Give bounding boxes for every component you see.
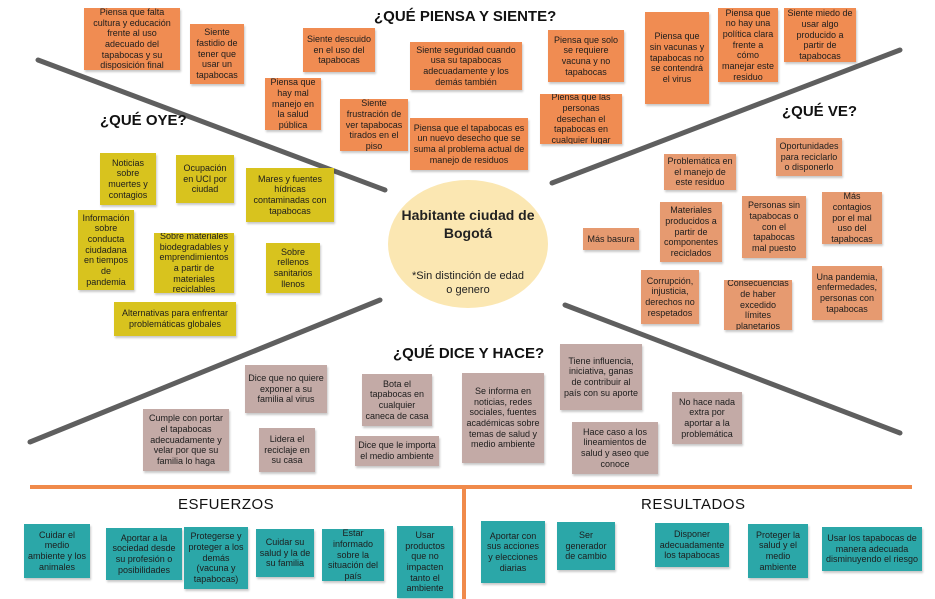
piensa-note: Piensa que no hay una política clara fre… xyxy=(718,8,778,82)
esfuerzo-note: Usar productos que no impacten tanto el … xyxy=(397,526,453,598)
heading-piensa-siente: ¿QUÉ PIENSA Y SIENTE? xyxy=(374,8,557,25)
ve-note: Consecuencias de haber excedido límites … xyxy=(724,280,792,330)
esfuerzo-note: Estar informado sobre la situación del p… xyxy=(322,529,384,581)
esfuerzo-note: Cuidar el medio ambiente y los animales xyxy=(24,524,90,578)
dice-note: Lidera el reciclaje en su casa xyxy=(259,428,315,472)
divider-line-bottom-right xyxy=(562,302,903,436)
esfuerzo-note: Aportar a la sociedad desde su profesión… xyxy=(106,528,182,580)
oye-note: Sobre rellenos sanitarios llenos xyxy=(266,243,320,293)
heading-que-oye: ¿QUÉ OYE? xyxy=(100,112,187,129)
dice-note: Tiene influencia, iniciativa, ganas de c… xyxy=(560,344,642,410)
divider-line-top-right xyxy=(549,47,903,186)
heading-dice-hace: ¿QUÉ DICE Y HACE? xyxy=(393,345,545,362)
piensa-note: Piensa que falta cultura y educación fre… xyxy=(84,8,180,70)
dice-note: No hace nada extra por aportar a la prob… xyxy=(672,392,742,444)
piensa-note: Siente frustración de ver tapabocas tira… xyxy=(340,99,408,151)
ve-note: Personas sin tapabocas o con el tapaboca… xyxy=(742,196,806,258)
oye-note: Alternativas para enfrentar problemática… xyxy=(114,302,236,336)
piensa-note: Piensa que hay mal manejo en la salud pú… xyxy=(265,78,321,130)
piensa-note: Siente fastidio de tener que usar un tap… xyxy=(190,24,244,84)
ve-note: Una pandemia, enfermedades, personas con… xyxy=(812,266,882,320)
esfuerzo-note: Cuidar su salud y la de su familia xyxy=(256,529,314,577)
oye-note: Mares y fuentes hídricas contaminadas co… xyxy=(246,168,334,222)
ve-note: Materiales producidos a partir de compon… xyxy=(660,202,722,262)
heading-que-ve: ¿QUÉ VE? xyxy=(782,103,858,120)
oye-note: Información sobre conducta ciudadana en … xyxy=(78,210,134,290)
esfuerzo-note: Protegerse y proteger a los demás (vacun… xyxy=(184,527,248,589)
dice-note: Cumple con portar el tapabocas adecuadam… xyxy=(143,409,229,471)
dice-note: Bota el tapabocas en cualquier caneca de… xyxy=(362,374,432,426)
oye-note: Ocupación en UCI por ciudad xyxy=(176,155,234,203)
dice-note: Hace caso a los lineamientos de salud y … xyxy=(572,422,658,474)
piensa-note: Piensa que el tapabocas es un nuevo dese… xyxy=(410,118,528,170)
ve-note: Más basura xyxy=(583,228,639,250)
resultado-note: Proteger la salud y el medio ambiente xyxy=(748,524,808,578)
ve-note: Oportunidades para reciclarlo o disponer… xyxy=(776,138,842,176)
piensa-note: Piensa que sin vacunas y tapabocas no se… xyxy=(645,12,709,104)
ve-note: Más contagios por el mal uso del tapaboc… xyxy=(822,192,882,244)
persona-circle xyxy=(388,180,548,308)
oye-note: Noticias sobre muertes y contagios xyxy=(100,153,156,205)
resultado-note: Usar los tapabocas de manera adecuada di… xyxy=(822,527,922,571)
piensa-note: Siente descuido en el uso del tapabocas xyxy=(303,28,375,72)
persona-title: Habitante ciudad de Bogotá xyxy=(401,207,535,242)
persona-subtitle: *Sin distinción de edad o genero xyxy=(412,270,524,296)
heading-esfuerzos: ESFUERZOS xyxy=(178,496,275,513)
piensa-note: Piensa que las personas desechan el tapa… xyxy=(540,94,622,144)
piensa-note: Siente miedo de usar algo producido a pa… xyxy=(784,8,856,62)
piensa-note: Piensa que solo se requiere vacuna y no … xyxy=(548,30,624,82)
piensa-note: Siente seguridad cuando usa su tapabocas… xyxy=(410,42,522,90)
ve-note: Problemática en el manejo de este residu… xyxy=(664,154,736,190)
dice-note: Dice que no quiere exponer a su familia … xyxy=(245,365,327,413)
heading-resultados: RESULTADOS xyxy=(641,496,746,513)
divider-line-bottom-left xyxy=(27,297,383,445)
dice-note: Dice que le importa el medio ambiente xyxy=(355,436,439,466)
dice-note: Se informa en noticias, redes sociales, … xyxy=(462,373,544,463)
esfuerzo-note: Ser generador de cambio xyxy=(557,522,615,570)
esfuerzo-note: Aportar con sus acciones y elecciones di… xyxy=(481,521,545,583)
resultado-note: Disponer adecuadamente los tapabocas xyxy=(655,523,729,567)
oye-note: Sobre materiales biodegradables y empren… xyxy=(154,233,234,293)
ve-note: Corrupción, injusticia, derechos no resp… xyxy=(641,270,699,324)
